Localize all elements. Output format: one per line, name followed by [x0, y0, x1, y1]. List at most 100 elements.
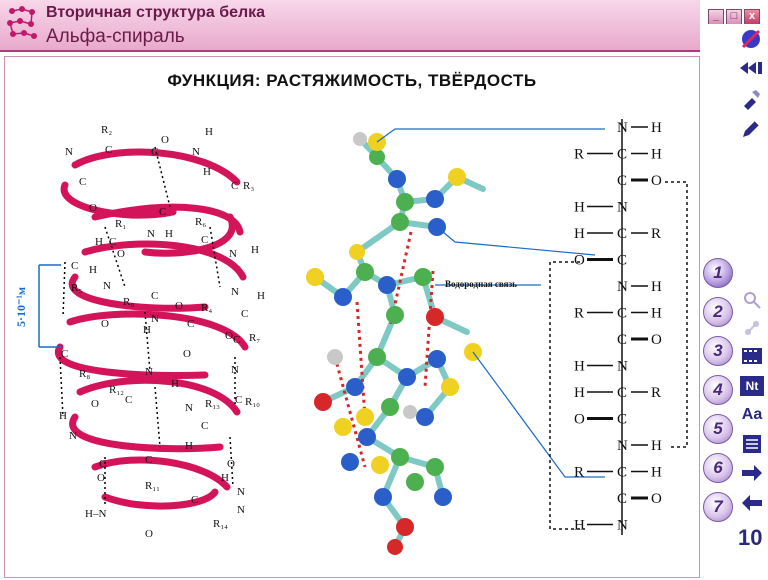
chain-center-atom: C — [617, 306, 627, 322]
helix-label: N — [147, 228, 155, 240]
helix-label: N — [237, 486, 245, 498]
chain-center-atom: C — [617, 332, 627, 348]
chain-hbonds — [549, 181, 688, 530]
molecule-icon[interactable] — [742, 318, 762, 338]
helix-label: H — [95, 236, 103, 248]
list-icon[interactable] — [742, 434, 762, 454]
helix-label: C — [191, 494, 198, 506]
chain-left-atom: H — [574, 385, 585, 401]
helix-label: H — [203, 166, 211, 178]
helix-label: C — [233, 334, 240, 346]
maximize-button[interactable]: □ — [726, 9, 742, 25]
step-button-7[interactable]: 7 — [703, 492, 733, 522]
step-button-3[interactable]: 3 — [703, 336, 733, 366]
chain-right-atom: H — [651, 120, 662, 136]
chain-center-atom: C — [617, 385, 627, 401]
helix-label: H — [165, 228, 173, 240]
notes-icon[interactable]: Nt — [740, 376, 764, 396]
helix-label: O — [183, 348, 191, 360]
no-entry-icon[interactable] — [740, 28, 762, 50]
helix-label: N — [185, 402, 193, 414]
helix-label: C — [241, 308, 248, 320]
helix-label: O — [89, 202, 97, 214]
helix-label: C — [125, 394, 132, 406]
helix-label: N — [192, 146, 200, 158]
helix-label: R₁₁ — [145, 480, 160, 492]
helix-labels: R₂ H N C C O H N C R₃ C O C N H R₁ R₆ N … — [59, 124, 265, 540]
back-icon[interactable] — [740, 494, 764, 512]
helix-label: N — [151, 313, 159, 325]
chain-right-atom: H — [651, 147, 662, 163]
window-title: Вторичная структура белка — [46, 4, 266, 21]
step-button-2[interactable]: 2 — [703, 297, 733, 327]
pitch-bracket — [38, 264, 61, 348]
flashlight-icon[interactable] — [740, 88, 762, 110]
hbond-label: Водородная связь — [445, 279, 517, 289]
helix-label: R₅ — [71, 282, 82, 294]
step-button-6[interactable]: 6 — [703, 453, 733, 483]
helix-label: C — [201, 234, 208, 246]
helix-label: O — [227, 458, 235, 470]
diagram-svg: 5·10⁻¹м R₂ H N C C O H N C R₃ C O C N H … — [14, 119, 688, 555]
rewind-icon[interactable] — [738, 60, 764, 76]
app-logo-icon — [7, 6, 37, 39]
film-icon[interactable] — [741, 346, 763, 366]
helix-label: N — [65, 146, 73, 158]
chain-center-atom: C — [617, 491, 627, 507]
chain-right-atom: R — [651, 226, 661, 242]
helix-label: R₁₄ — [213, 518, 228, 530]
page-number: 10 — [738, 525, 763, 550]
close-button[interactable]: x — [744, 9, 760, 25]
helix-label: O — [101, 318, 109, 330]
helix-label: C — [71, 260, 78, 272]
helix-label: O — [97, 472, 105, 484]
helix-label: N — [103, 280, 111, 292]
magnifier-icon[interactable] — [742, 290, 762, 310]
chain-center-atom: N — [617, 438, 628, 454]
helix-hbonds — [59, 146, 236, 507]
chain-left-atom: R — [574, 147, 584, 163]
helix-label: H — [171, 378, 179, 390]
chain-right-atom: O — [651, 491, 662, 507]
helix-label: R₂ — [101, 124, 112, 136]
step-button-1[interactable]: 1 — [703, 258, 733, 288]
helix-label: O — [145, 528, 153, 540]
helix-label: R₁ — [115, 218, 126, 230]
helix-label: C — [151, 146, 158, 158]
helix-label: R₃ — [243, 180, 254, 192]
ball-stick-model — [306, 132, 486, 555]
chain-center-atom: C — [617, 173, 627, 189]
helix-label: R₁₀ — [245, 396, 260, 408]
helix-label: H — [89, 264, 97, 276]
title-bar: Вторичная структура белка Альфа-спираль — [0, 0, 700, 52]
helix-label: C — [187, 318, 194, 330]
helix-label: R₈ — [79, 368, 90, 380]
next-icon[interactable] — [740, 464, 764, 482]
minimize-button[interactable]: _ — [708, 9, 724, 25]
step-button-5[interactable]: 5 — [703, 414, 733, 444]
pencil-icon[interactable] — [740, 118, 762, 140]
leader-lines — [376, 128, 605, 478]
helix-label: O — [117, 248, 125, 260]
helix-label: O — [91, 398, 99, 410]
chain-center-atom: C — [617, 147, 627, 163]
slide-canvas: ФУНКЦИЯ: РАСТЯЖИМОСТЬ, ТВЁРДОСТЬ — [4, 56, 700, 578]
helix-label: N — [145, 366, 153, 378]
step-button-4[interactable]: 4 — [703, 375, 733, 405]
helix-label: H–N — [85, 508, 106, 520]
font-icon[interactable]: Aa — [741, 406, 763, 423]
helix-label: N — [237, 504, 245, 516]
chain-left-atom: R — [574, 465, 584, 481]
helix-label: C — [99, 458, 106, 470]
chain-center-atom: N — [617, 200, 628, 216]
chain-center-atom: N — [617, 279, 628, 295]
helix-label: N — [69, 430, 77, 442]
chain-center-atom: N — [617, 518, 628, 534]
pitch-label: 5·10⁻¹м — [14, 287, 28, 327]
helix-diagram — [54, 148, 249, 510]
helix-label: C — [151, 290, 158, 302]
helix-label: C — [79, 176, 86, 188]
chain-center-atom: N — [617, 359, 628, 375]
chain-left-atom: O — [574, 253, 585, 269]
